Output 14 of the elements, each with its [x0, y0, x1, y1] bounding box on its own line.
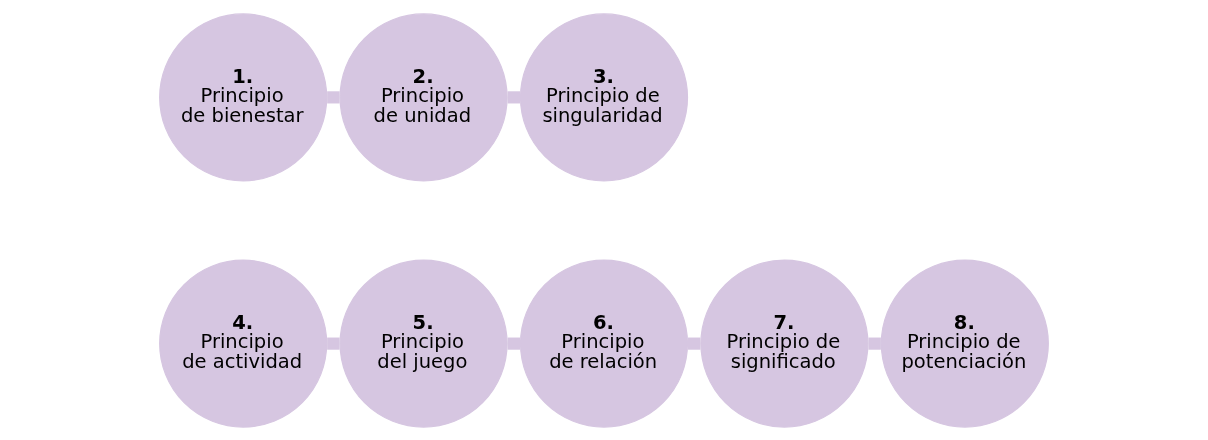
connector [507, 337, 521, 350]
node-circle: 4. Principio de actividad [159, 259, 328, 428]
node-circle: 3. Principio de singularidad [519, 12, 689, 181]
connector [687, 337, 701, 350]
connector [327, 337, 340, 350]
node-circle: 8. Principio de potenciación [880, 259, 1049, 428]
connector [327, 90, 340, 103]
node-circle: 7. Principio de significado [700, 259, 869, 428]
connector [868, 337, 881, 350]
connector [507, 90, 521, 103]
node-circle: 5. Principio del juego [339, 259, 508, 428]
node-circle: 6. Principio de relación [519, 259, 689, 428]
node-circle: 1. Principio de bienestar [159, 12, 328, 181]
node-circle: 2. Principio de unidad [339, 12, 508, 181]
